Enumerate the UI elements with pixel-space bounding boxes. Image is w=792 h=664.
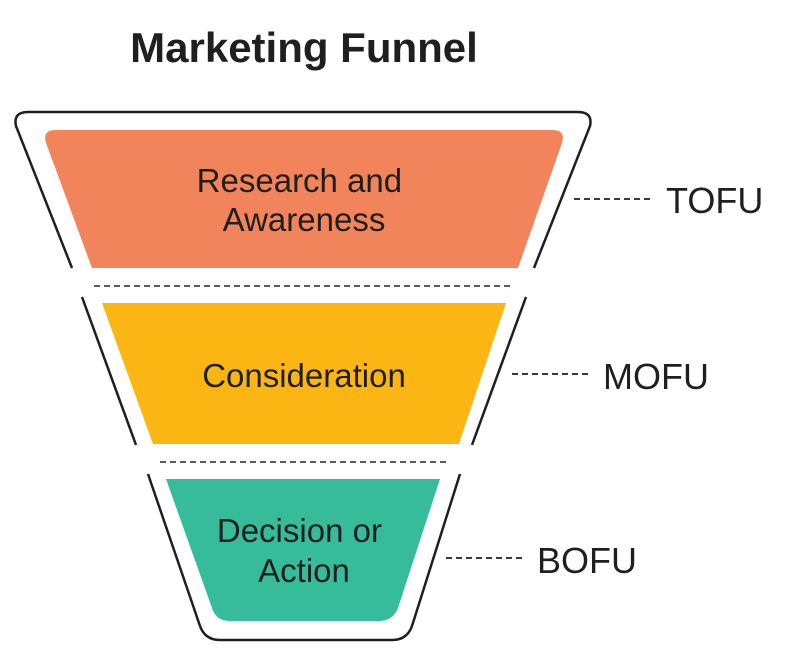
tofu-fill — [45, 130, 563, 268]
funnel-stage-tofu: Research and Awareness TOFU — [14, 110, 763, 269]
mofu-label: MOFU — [603, 356, 709, 397]
mofu-outline-left — [80, 296, 138, 446]
bofu-text-line-2: Action — [258, 552, 350, 589]
funnel-stage-mofu: Consideration MOFU — [80, 296, 709, 446]
bofu-label: BOFU — [537, 540, 637, 581]
tofu-stage-text: Research and Awareness — [197, 162, 412, 238]
tofu-text-line-2: Awareness — [223, 201, 386, 238]
funnel-stage-bofu: Decision or Action BOFU — [146, 473, 637, 642]
mofu-stage-text: Consideration — [202, 357, 406, 394]
bofu-text-line-1: Decision or — [217, 512, 382, 549]
bofu-fill — [166, 479, 440, 621]
bofu-stage-text: Decision or Action — [217, 512, 391, 589]
bofu-outline — [146, 473, 462, 642]
tofu-label: TOFU — [666, 180, 763, 221]
mofu-outline-right — [470, 296, 528, 446]
tofu-text-line-1: Research and — [197, 162, 402, 199]
tofu-outline — [14, 110, 592, 269]
diagram-title: Marketing Funnel — [130, 24, 478, 71]
mofu-fill — [102, 303, 506, 444]
